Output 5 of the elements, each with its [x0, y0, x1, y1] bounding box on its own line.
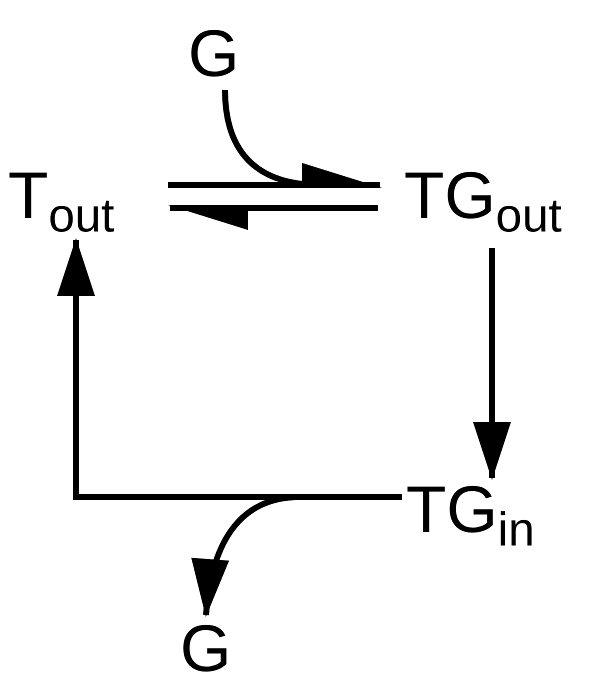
arrow	[473, 248, 511, 480]
state-label: G	[188, 20, 240, 86]
state-label: G	[180, 615, 232, 681]
arrow	[222, 90, 382, 188]
arrow	[168, 205, 378, 230]
